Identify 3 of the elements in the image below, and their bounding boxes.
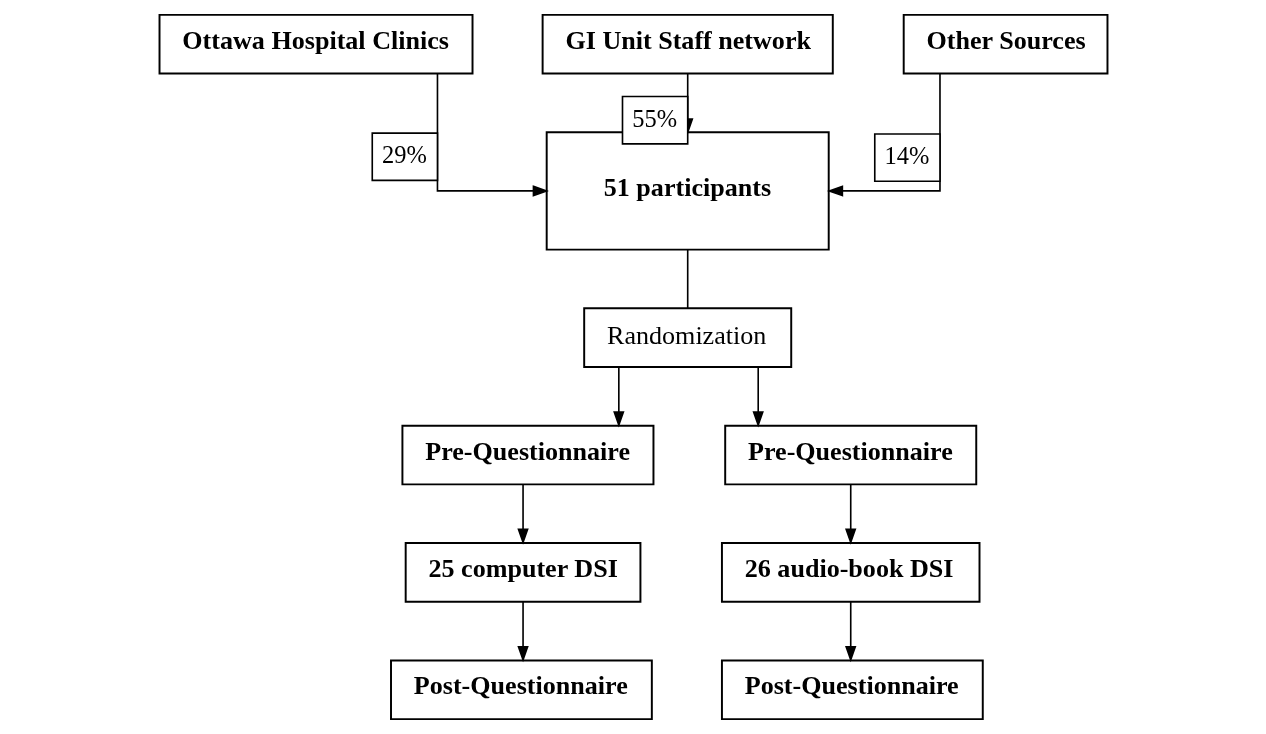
edge-label: 14%	[884, 142, 929, 170]
edge-label: 29%	[381, 141, 427, 169]
edge-label: 55%	[631, 104, 677, 132]
